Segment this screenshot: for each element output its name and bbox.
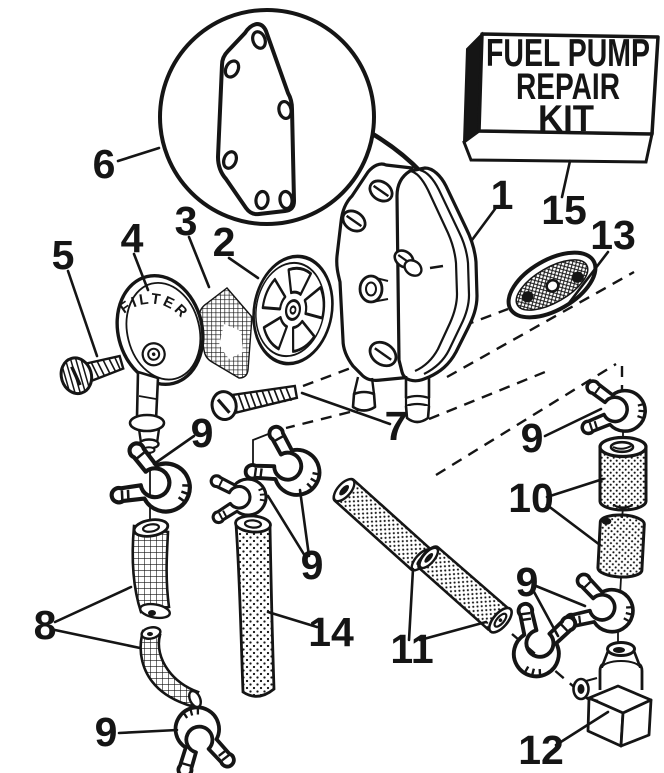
clamp-bottom-left — [161, 697, 238, 773]
clamp-right-lower — [562, 570, 643, 645]
part-11-hoses — [332, 477, 513, 634]
clamp-above-elbow — [500, 600, 580, 687]
callout-11: 11 — [390, 626, 433, 672]
pump-inlet-boss — [358, 274, 389, 304]
callout-numbers: 1 2 3 4 5 6 7 8 9 9 9 9 9 10 11 12 13 14… — [34, 141, 636, 773]
part-5-thumbscrew — [59, 354, 125, 396]
part-2-valve-disc — [252, 254, 334, 366]
callout-14: 14 — [308, 609, 354, 655]
callout-9d: 9 — [516, 559, 539, 605]
pump-cover-screws — [341, 179, 423, 368]
clamp-under-filter — [110, 441, 201, 525]
part-10-filter-elements — [596, 435, 648, 579]
callout-13: 13 — [590, 212, 636, 258]
callout-4: 4 — [121, 215, 144, 261]
callout-15: 15 — [541, 187, 587, 233]
callout-12: 12 — [518, 727, 564, 773]
kit-box-line-2: REPAIR — [516, 66, 620, 107]
clamp-top-right — [580, 378, 651, 441]
callout-2: 2 — [213, 219, 236, 265]
part-3-filter-screen — [198, 287, 253, 379]
part-13-gasket — [506, 250, 598, 320]
filter-cover-nozzle — [128, 370, 166, 454]
callout-1: 1 — [491, 172, 514, 218]
part-4-filter-cover: FILTER — [115, 273, 205, 454]
callout-9c: 9 — [521, 415, 544, 461]
kit-box-line-1: FUEL PUMP — [486, 32, 650, 75]
part-6-detail-circle — [158, 8, 424, 226]
callout-3: 3 — [175, 198, 198, 244]
callout-7: 7 — [385, 403, 408, 449]
callout-6: 6 — [93, 141, 116, 187]
callout-8: 8 — [34, 602, 57, 648]
callout-9b: 9 — [301, 542, 324, 588]
callout-5: 5 — [52, 232, 75, 278]
pump-outlet-nozzles — [351, 376, 431, 424]
part-1-pump-body — [335, 162, 479, 424]
part-8-hoses — [131, 518, 202, 709]
callout-9e: 9 — [95, 709, 118, 755]
callout-leader-lines — [53, 146, 610, 747]
part-14-hose — [234, 514, 276, 698]
part-12-elbow-fitting — [572, 641, 653, 748]
callout-10: 10 — [508, 475, 554, 521]
part-15-kit-box: FUEL PUMP REPAIR KIT — [462, 31, 660, 164]
callout-9a: 9 — [191, 410, 214, 456]
part-7-screw — [210, 384, 299, 422]
kit-box-line-3: KIT — [538, 98, 594, 139]
